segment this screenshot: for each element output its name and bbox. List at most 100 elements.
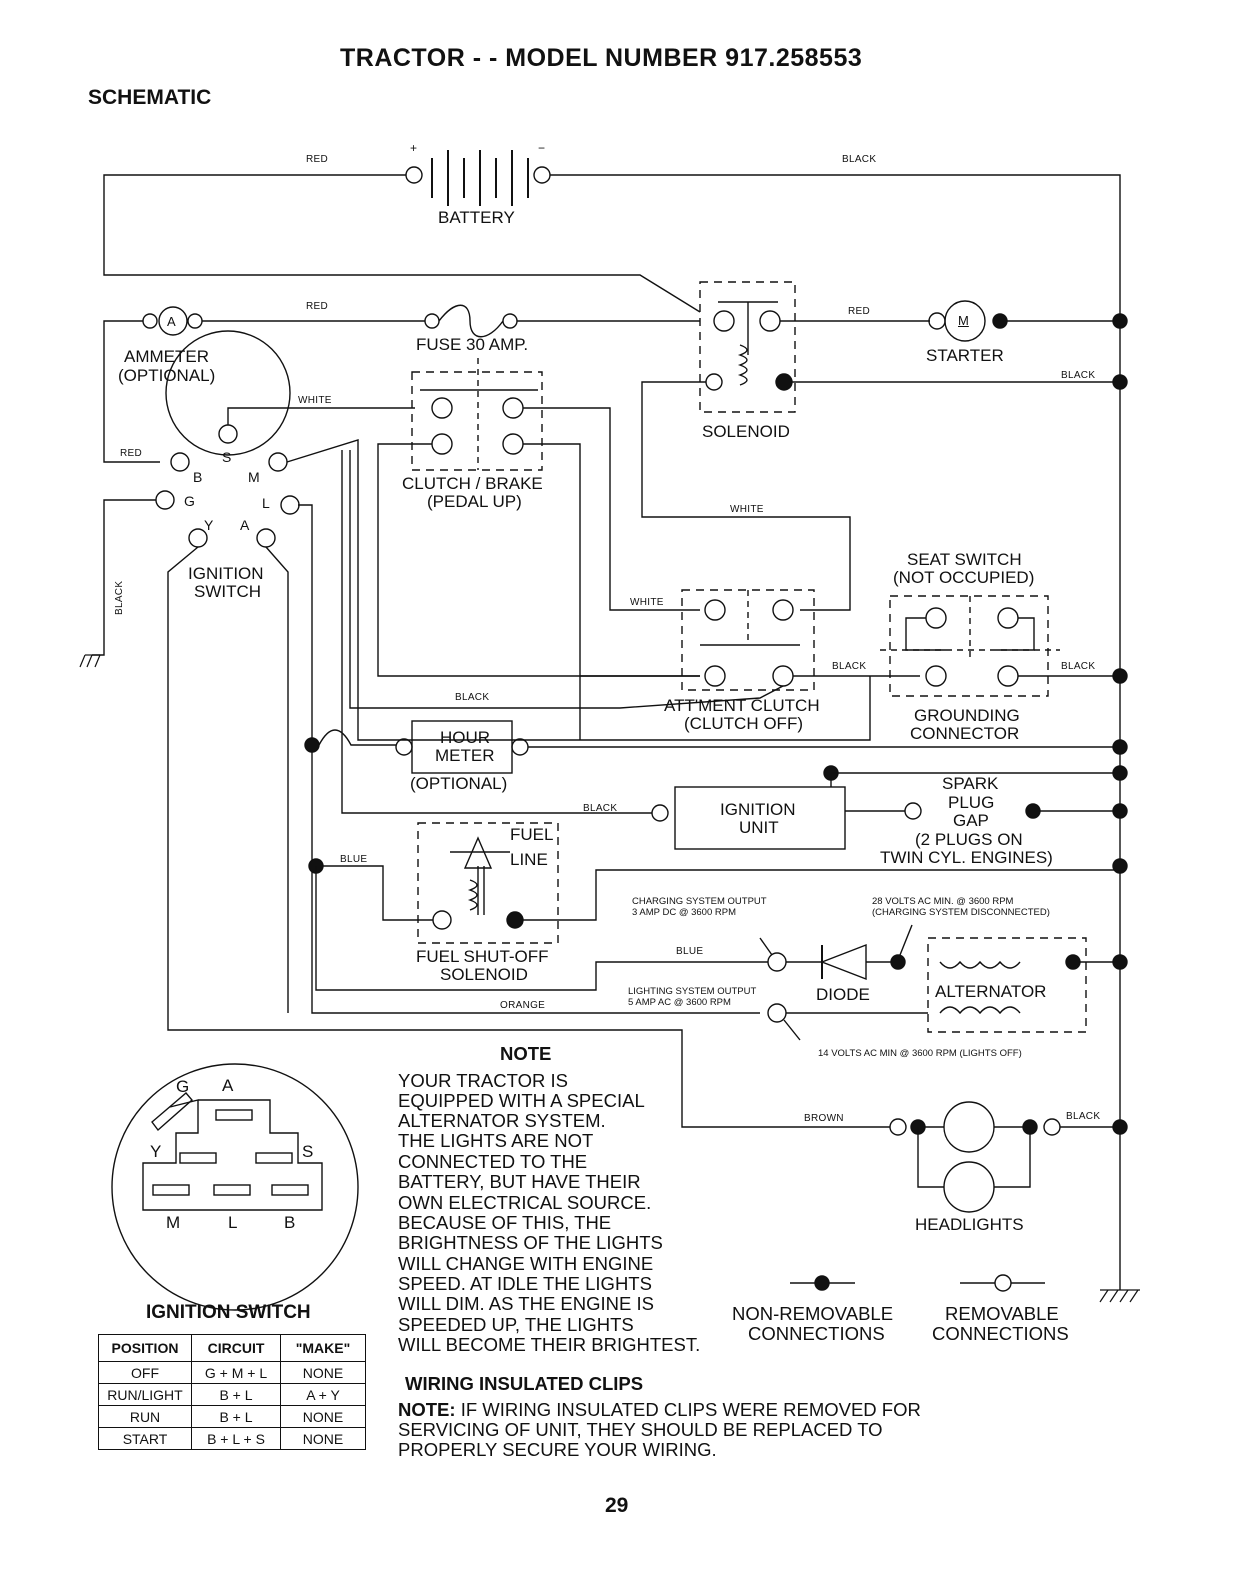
volts28-note-2: (CHARGING SYSTEM DISCONNECTED) — [872, 907, 1050, 918]
fuse-symbol — [424, 304, 518, 338]
section-subtitle: SCHEMATIC — [88, 86, 212, 109]
switch-letter-m: M — [248, 469, 260, 485]
clips-heading: WIRING INSULATED CLIPS — [405, 1373, 644, 1394]
svg-text:+: + — [410, 141, 417, 155]
spark-plug-note: (2 PLUGS ON — [915, 830, 1023, 849]
table-cell: G + M + L — [191, 1361, 281, 1384]
table-cell: B + L — [191, 1383, 281, 1406]
note-heading: NOTE — [500, 1043, 552, 1064]
face-letter-b: B — [284, 1213, 296, 1232]
spark-plug-label-2: PLUG — [948, 793, 995, 812]
note-line: SPEEDED UP, THE LIGHTS — [398, 1314, 634, 1335]
note-line: OWN ELECTRICAL SOURCE. — [398, 1192, 652, 1213]
ignition-switch-label-2: SWITCH — [194, 582, 262, 601]
attachment-clutch-symbol — [681, 589, 815, 691]
table-row: OFF G + M + L NONE — [98, 1361, 366, 1384]
seat-switch-symbol — [880, 595, 1060, 697]
spark-plug-gap-label: GAP — [953, 811, 989, 830]
charging-output-note-2: 3 AMP DC @ 3600 RPM — [632, 907, 736, 918]
clips-note-line-2: SERVICING OF UNIT, THEY SHOULD BE REPLAC… — [398, 1419, 883, 1440]
solenoid-symbol — [699, 281, 796, 413]
headlights-symbol — [889, 1101, 1061, 1213]
starter-symbol — [928, 300, 1008, 342]
wire-label-black: BLACK — [832, 661, 867, 672]
page-number: 29 — [605, 1494, 629, 1517]
fuel-solenoid-label-2: SOLENOID — [440, 965, 528, 984]
clips-note-line-3: PROPERLY SECURE YOUR WIRING. — [398, 1439, 717, 1460]
grounding-connector-label-2: CONNECTOR — [910, 724, 1020, 743]
clutch-brake-switch-symbol — [411, 358, 543, 471]
note-line: CONNECTED TO THE — [398, 1151, 588, 1172]
clutch-brake-sub-label: (PEDAL UP) — [427, 492, 522, 511]
attachment-clutch-sub-label: (CLUTCH OFF) — [684, 714, 803, 733]
column-header: "MAKE" — [280, 1334, 366, 1362]
hour-meter-label-2: METER — [435, 746, 495, 765]
table-row: RUN B + L NONE — [98, 1405, 366, 1428]
spark-plug-label: SPARK — [942, 774, 999, 793]
face-letter-y: Y — [150, 1142, 162, 1161]
wire-label-white: WHITE — [298, 395, 332, 406]
clutch-brake-label: CLUTCH / BRAKE — [402, 474, 543, 493]
wire-label-red: RED — [120, 448, 143, 459]
seat-switch-sub-label: (NOT OCCUPIED) — [893, 568, 1035, 587]
ammeter-label: AMMETER — [124, 347, 209, 366]
table-cell: RUN — [98, 1405, 192, 1428]
switch-letter-g: G — [184, 493, 195, 509]
table-row: RUN/LIGHT B + L A + Y — [98, 1383, 366, 1406]
ammeter-letter: A — [167, 314, 176, 329]
wire-label-black: BLACK — [583, 803, 618, 814]
face-letter-a: A — [222, 1076, 234, 1095]
ignition-switch-face — [111, 1063, 359, 1311]
switch-letter-s: S — [222, 449, 232, 465]
fuel-line-label-2: LINE — [510, 850, 548, 869]
face-letter-m: M — [166, 1213, 181, 1232]
lighting-output-note: LIGHTING SYSTEM OUTPUT — [628, 986, 757, 997]
volts28-note: 28 VOLTS AC MIN. @ 3600 RPM — [872, 896, 1014, 907]
battery-symbol: + − — [405, 141, 551, 206]
table-cell: START — [98, 1427, 192, 1450]
diode-label: DIODE — [816, 985, 870, 1004]
note-line: WILL DIM. AS THE ENGINE IS — [398, 1293, 654, 1314]
wire-label-red: RED — [848, 306, 871, 317]
right-bus-junctions — [1112, 313, 1128, 1135]
table-cell: B + L — [191, 1405, 281, 1428]
table-cell: B + L + S — [191, 1427, 281, 1450]
ignition-switch-title: IGNITION SWITCH — [146, 1302, 311, 1323]
wire-label-white: WHITE — [630, 597, 664, 608]
note-line: SPEED. AT IDLE THE LIGHTS — [398, 1273, 652, 1294]
wire-label-red: RED — [306, 301, 329, 312]
note-line: BRIGHTNESS OF THE LIGHTS — [398, 1232, 663, 1253]
table-cell: A + Y — [280, 1383, 366, 1406]
hour-meter-symbol — [304, 720, 529, 774]
switch-letter-a: A — [240, 517, 250, 533]
wire-label-blue: BLUE — [340, 854, 368, 865]
page-title: TRACTOR - - MODEL NUMBER 917.258553 — [340, 44, 863, 72]
fuel-line-label: FUEL — [510, 825, 554, 844]
spark-plug-note-2: TWIN CYL. ENGINES) — [880, 848, 1053, 867]
hour-meter-optional-label: (OPTIONAL) — [410, 774, 508, 793]
wire-label-brown: BROWN — [804, 1113, 844, 1124]
table-cell: OFF — [98, 1361, 192, 1384]
column-header: CIRCUIT — [191, 1334, 281, 1362]
ammeter-optional-label: (OPTIONAL) — [118, 366, 216, 385]
wire-label-white: WHITE — [730, 504, 764, 515]
face-letter-s: S — [302, 1142, 314, 1161]
note-line: YOUR TRACTOR IS — [398, 1070, 568, 1091]
diode-symbol — [767, 943, 867, 1023]
lighting-output-note-2: 5 AMP AC @ 3600 RPM — [628, 997, 731, 1008]
wire-label-black: BLACK — [1066, 1111, 1101, 1122]
table-cell: NONE — [280, 1361, 366, 1384]
table-header-row: POSITION CIRCUIT "MAKE" — [98, 1334, 366, 1362]
note-line: BECAUSE OF THIS, THE — [398, 1212, 612, 1233]
ignition-unit-label-2: UNIT — [739, 818, 779, 837]
grounding-connector-label: GROUNDING — [914, 706, 1020, 725]
fuse-label: FUSE 30 AMP. — [416, 335, 529, 354]
legend-removable-2: CONNECTIONS — [932, 1323, 1069, 1344]
note-line: EQUIPPED WITH A SPECIAL — [398, 1090, 645, 1111]
ignition-switch-label: IGNITION — [188, 564, 264, 583]
wire-label-black: BLACK — [114, 580, 125, 615]
legend-removable: REMOVABLE — [945, 1303, 1059, 1324]
table-cell: NONE — [280, 1405, 366, 1428]
switch-letter-b: B — [193, 469, 203, 485]
